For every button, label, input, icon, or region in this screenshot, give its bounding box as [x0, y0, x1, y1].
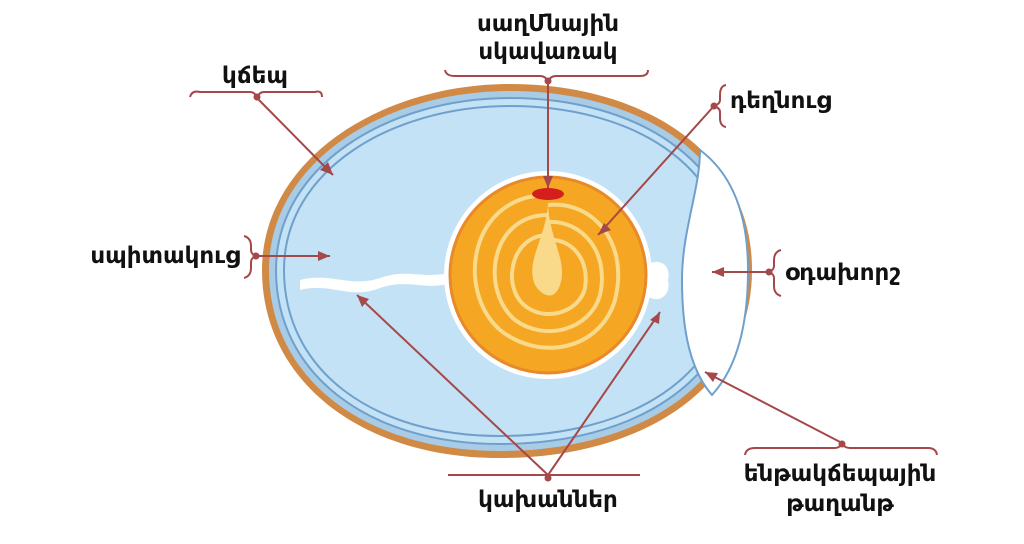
- arrowheads: [318, 162, 724, 382]
- label-yolk: դեղնուց: [730, 88, 832, 114]
- label-albumen: սպիտակուց: [90, 243, 240, 269]
- label-shell-membrane-line2: թաղանթ: [786, 491, 894, 517]
- latebra: [532, 205, 563, 296]
- label-chalazae: կախաններ: [478, 487, 618, 513]
- leader-lines: [189, 69, 938, 476]
- yolk-rings: [472, 193, 621, 350]
- label-germinal-disc-line2: սկավառակ: [478, 39, 618, 65]
- germinal-disc: [532, 188, 564, 200]
- label-shell-membrane-line1: ենթակճեպային: [743, 461, 937, 487]
- label-air-cell: օդախորշ: [785, 260, 901, 286]
- label-shell: կճեպ: [222, 63, 288, 89]
- chalaza-left: [300, 272, 455, 293]
- leader-dots: [252, 77, 846, 482]
- label-germinal-disc-line1: սաղՄնային: [476, 11, 620, 37]
